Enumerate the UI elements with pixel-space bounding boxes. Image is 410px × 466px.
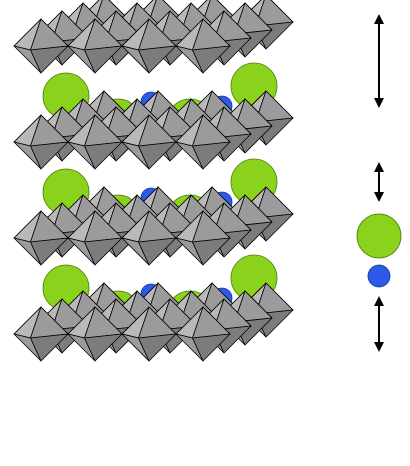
- octahedron: [67, 306, 123, 362]
- arrow-head-up: [374, 14, 384, 24]
- double-headed-arrow: [374, 14, 384, 108]
- perovskite-layer: [13, 282, 294, 362]
- octahedron-face: [30, 237, 69, 266]
- octahedron-face: [138, 333, 177, 362]
- octahedron: [175, 18, 231, 74]
- octahedron-face: [84, 45, 123, 74]
- octahedron: [121, 306, 177, 362]
- arrow-head-up: [374, 296, 384, 306]
- octahedron-face: [84, 141, 123, 170]
- arrow-head-down: [374, 342, 384, 352]
- octahedron-face: [138, 237, 177, 266]
- small-cation-sphere: [367, 264, 391, 288]
- octahedron: [67, 210, 123, 266]
- octahedron: [121, 210, 177, 266]
- arrow-head-up: [374, 162, 384, 172]
- double-headed-arrow: [374, 162, 384, 202]
- octahedron-face: [30, 45, 69, 74]
- octahedron-face: [192, 333, 231, 362]
- octahedron-face: [138, 141, 177, 170]
- octahedron: [175, 210, 231, 266]
- large-cation-sphere: [356, 213, 402, 259]
- octahedron-face: [192, 237, 231, 266]
- octahedron-face: [192, 45, 231, 74]
- perovskite-layer: [13, 186, 294, 266]
- octahedron-face: [138, 45, 177, 74]
- perovskite-layer: [13, 0, 294, 74]
- double-headed-arrow: [374, 296, 384, 352]
- octahedron-face: [84, 237, 123, 266]
- octahedron: [121, 114, 177, 170]
- octahedron-face: [84, 333, 123, 362]
- octahedron: [13, 18, 69, 74]
- octahedron-face: [192, 141, 231, 170]
- octahedron: [67, 114, 123, 170]
- arrow-head-down: [374, 192, 384, 202]
- octahedron-face: [30, 333, 69, 362]
- octahedron: [67, 18, 123, 74]
- octahedron: [13, 114, 69, 170]
- dimension-arrows: [374, 14, 384, 352]
- octahedron-face: [30, 141, 69, 170]
- octahedron: [13, 210, 69, 266]
- octahedron: [13, 306, 69, 362]
- octahedron: [175, 306, 231, 362]
- stacked-structure: [13, 0, 294, 362]
- cation-legend: [356, 213, 402, 288]
- arrow-head-down: [374, 98, 384, 108]
- octahedron: [175, 114, 231, 170]
- perovskite-layer: [13, 90, 294, 170]
- octahedron: [121, 18, 177, 74]
